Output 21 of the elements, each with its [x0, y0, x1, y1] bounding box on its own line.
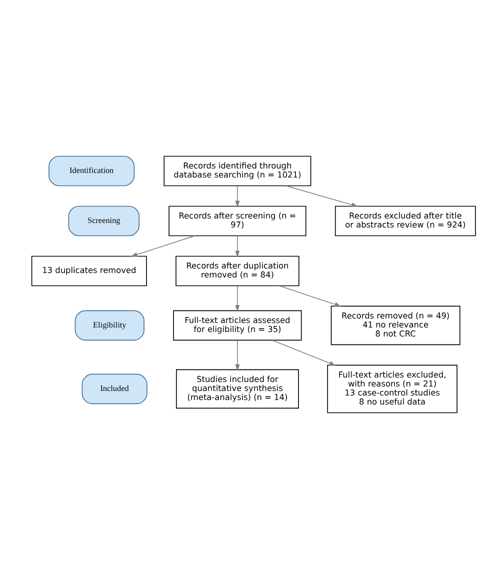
node-box: Records identified through database searching (n = 1021): [164, 156, 312, 186]
node-box: Screening: [68, 206, 140, 236]
node-box: Eligibility: [74, 310, 144, 341]
arrow: [235, 286, 240, 312]
node-box: Full-text articles assessed for eligibility (n = 35): [173, 310, 302, 341]
arrow: [286, 185, 358, 207]
node-box: Studies included for quantitative synthesis (meta-analysis) (n = 14): [176, 369, 299, 409]
arrow: [235, 235, 240, 258]
arrow: [278, 285, 342, 307]
node-box: 13 duplicates removed: [31, 256, 147, 286]
arrow: [235, 185, 240, 208]
arrow: [130, 235, 195, 257]
node-box: Included: [82, 374, 148, 404]
node-box: Identification: [48, 156, 135, 186]
node-box: Records after screening (n = 97): [168, 206, 306, 236]
arrow: [272, 340, 336, 366]
node-box: Records removed (n = 49) 41 no relevance 8 not CRC: [330, 306, 460, 346]
node-box: Records after duplication removed (n = 84): [176, 256, 300, 286]
node-box: Records excluded after title or abstracts review (n = 924): [334, 206, 476, 236]
node-box: Full-text articles excluded, with reasons (n = 21) 13 case-control studies 8 no useful data: [327, 364, 458, 414]
arrow: [235, 340, 240, 371]
